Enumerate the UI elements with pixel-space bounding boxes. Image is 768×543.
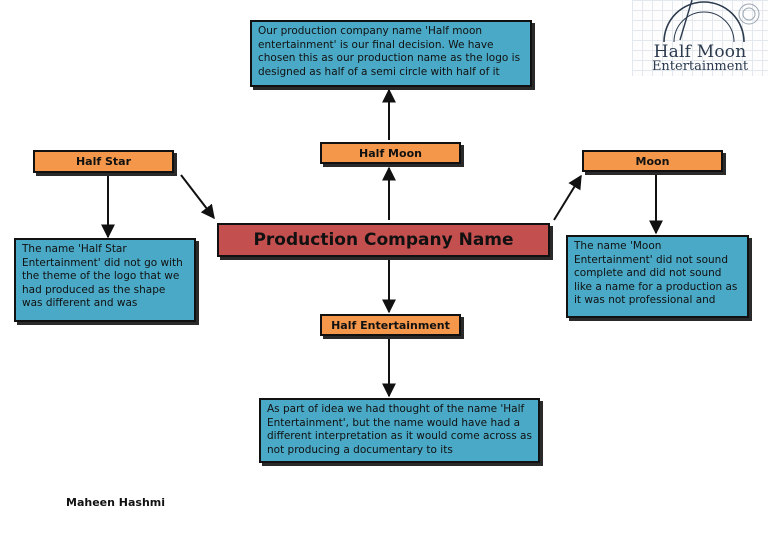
moon-label: Moon <box>635 154 670 168</box>
half-entertainment-description-text: As part of idea we had thought of the na… <box>267 403 532 456</box>
half-entertainment-description: As part of idea we had thought of the na… <box>259 398 540 463</box>
half-moon-description: Our production company name 'Half moon e… <box>250 20 532 87</box>
half-star-label: Half Star <box>75 155 132 168</box>
logo-line-1: Half Moon <box>653 42 747 62</box>
half-star-node: Half Star <box>33 150 174 173</box>
half-moon-description-text: Our production company name 'Half moon e… <box>258 25 521 78</box>
center-node: Production Company Name <box>217 223 550 257</box>
moon-description-text: The name 'Moon Entertainment' did not so… <box>574 240 738 307</box>
half-moon-logo-icon <box>663 0 760 43</box>
half-star-description-text: The name 'Half Star Entertainment' did n… <box>22 243 183 310</box>
half-star-description: The name 'Half Star Entertainment' did n… <box>14 238 196 322</box>
moon-description: The name 'Moon Entertainment' did not so… <box>566 235 749 318</box>
company-logo: Half Moon Entertainment <box>632 0 768 76</box>
author-name: Maheen Hashmi <box>66 496 166 509</box>
half-moon-label: Half Moon <box>359 146 422 160</box>
arrow-half-star-to-center <box>180 174 215 220</box>
moon-node: Moon <box>582 150 723 172</box>
half-entertainment-label: Half Entertainment <box>331 318 450 332</box>
center-label: Production Company Name <box>253 230 514 250</box>
half-entertainment-node: Half Entertainment <box>320 314 461 336</box>
arrow-center-to-moon <box>553 174 582 221</box>
logo-line-2: Entertainment <box>651 59 749 74</box>
half-moon-node: Half Moon <box>320 142 461 164</box>
